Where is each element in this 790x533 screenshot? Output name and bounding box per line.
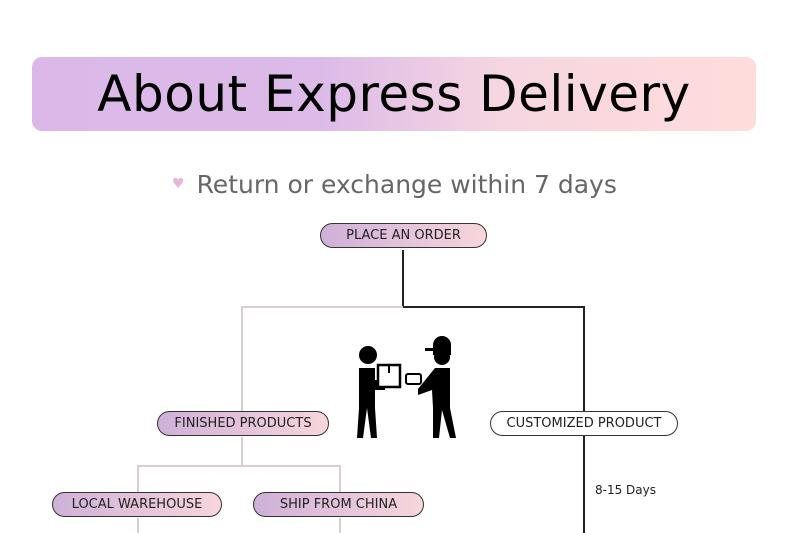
connector xyxy=(241,437,243,465)
connector xyxy=(583,436,585,533)
connector xyxy=(242,306,403,308)
ship-from-china-node: SHIP FROM CHINA xyxy=(253,492,424,517)
connector xyxy=(137,518,139,533)
connector xyxy=(402,250,404,307)
customized-product-node: CUSTOMIZED PRODUCT xyxy=(490,411,678,436)
return-policy-text: Return or exchange within 7 days xyxy=(196,169,617,199)
local-warehouse-node: LOCAL WAREHOUSE xyxy=(52,492,222,517)
connector xyxy=(339,518,341,533)
delivery-handover-icon xyxy=(357,336,456,438)
title-banner: About Express Delivery xyxy=(32,57,756,131)
heart-icon: ♥ xyxy=(172,176,185,192)
connector xyxy=(339,465,341,492)
connector xyxy=(241,306,243,411)
page-title: About Express Delivery xyxy=(97,65,691,123)
customized-time-label: 8-15 Days xyxy=(595,483,656,497)
return-policy: ♥ Return or exchange within 7 days xyxy=(172,166,617,202)
place-order-node: PLACE AN ORDER xyxy=(320,223,487,248)
connector xyxy=(137,465,139,492)
connector xyxy=(137,465,340,467)
finished-products-node: FINISHED PRODUCTS xyxy=(157,411,329,436)
connector xyxy=(583,306,585,412)
connector xyxy=(403,306,585,308)
